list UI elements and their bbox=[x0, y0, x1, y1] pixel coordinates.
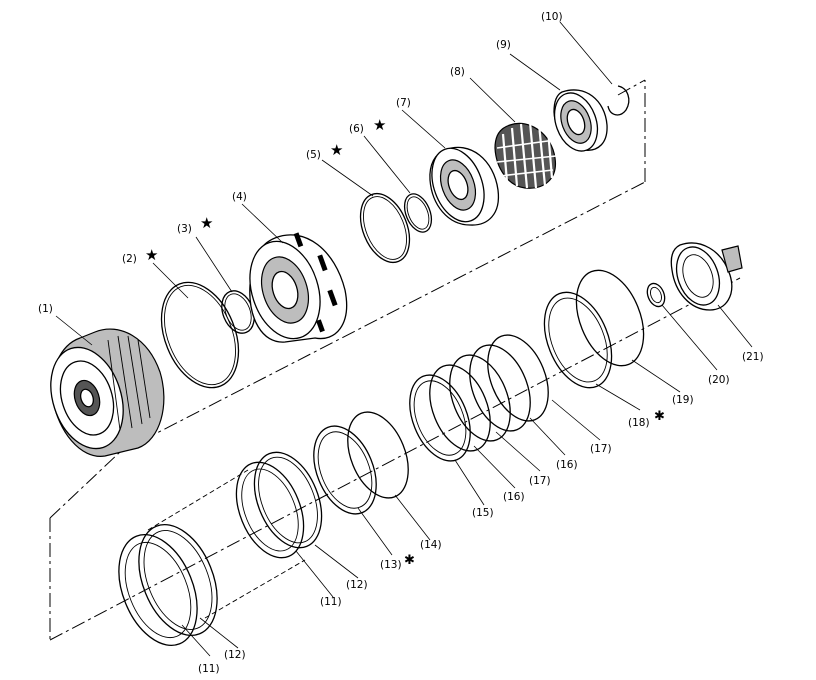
label-15: (15) bbox=[472, 507, 494, 519]
label-11-left: (11) bbox=[198, 663, 220, 675]
part-14-ring bbox=[347, 411, 409, 499]
label-6: (6) bbox=[349, 123, 364, 135]
leader-lines bbox=[55, 21, 753, 657]
part-7-piston bbox=[429, 146, 500, 226]
part-11-plate-right bbox=[235, 461, 305, 559]
label-16-right: (16) bbox=[556, 459, 578, 471]
label-20: (20) bbox=[708, 374, 730, 386]
star-mark-2: ★ bbox=[145, 246, 158, 264]
part-1-clutch-drum bbox=[50, 328, 165, 457]
part-16-plate-right bbox=[469, 344, 531, 432]
label-10: (10) bbox=[541, 11, 563, 23]
part-8-return-spring bbox=[494, 121, 557, 189]
label-16-left: (16) bbox=[503, 491, 525, 503]
label-13: (13) bbox=[380, 559, 402, 571]
star-mark-5: ★ bbox=[330, 141, 343, 159]
part-10-snap-ring bbox=[607, 85, 630, 116]
marks: ★ ★ ★ ★ ✱ ✱ bbox=[145, 116, 665, 568]
part-12-plate-right bbox=[253, 451, 323, 549]
label-1: (1) bbox=[38, 303, 53, 315]
label-12-left: (12) bbox=[224, 649, 246, 661]
part-2-o-ring bbox=[160, 281, 240, 389]
label-14: (14) bbox=[420, 539, 442, 551]
part-15-plate bbox=[409, 374, 471, 462]
part-21-hub bbox=[670, 242, 743, 311]
label-8: (8) bbox=[450, 66, 465, 78]
label-12-right: (12) bbox=[346, 579, 368, 591]
part-11-plate-left bbox=[118, 533, 198, 647]
label-19: (19) bbox=[672, 394, 694, 406]
part-12-plate-left bbox=[138, 523, 218, 637]
upper-assembly-axis bbox=[119, 79, 646, 453]
part-17-plate-right bbox=[487, 334, 549, 422]
label-11-right: (11) bbox=[320, 596, 342, 608]
star-mark-3: ★ bbox=[200, 214, 213, 232]
part-20-washer bbox=[646, 282, 666, 308]
callout-labels: (1) (2) (3) (4) (5) (6) (7) (8) (9) (10)… bbox=[38, 11, 764, 675]
asterisk-mark-18: ✱ bbox=[654, 409, 665, 424]
part-13-plate bbox=[313, 425, 377, 515]
label-3: (3) bbox=[177, 223, 192, 235]
label-2: (2) bbox=[122, 253, 137, 265]
label-4: (4) bbox=[232, 191, 247, 203]
asterisk-mark-13: ✱ bbox=[404, 553, 415, 568]
part-16-plate-left bbox=[429, 364, 491, 452]
label-21: (21) bbox=[742, 351, 764, 363]
part-18-plate bbox=[543, 291, 613, 389]
plate-stack-dashes bbox=[147, 469, 306, 619]
label-5: (5) bbox=[306, 149, 321, 161]
lower-assembly-axis bbox=[49, 277, 741, 641]
part-4-piston-housing bbox=[249, 232, 348, 343]
star-mark-6: ★ bbox=[373, 116, 386, 134]
label-9: (9) bbox=[496, 39, 511, 51]
part-6-o-ring bbox=[403, 193, 433, 233]
part-19-ring bbox=[575, 269, 645, 367]
label-17-right: (17) bbox=[590, 443, 612, 455]
label-18: (18) bbox=[628, 417, 650, 429]
label-17-left: (17) bbox=[529, 475, 551, 487]
part-9-spring-retainer bbox=[553, 89, 608, 152]
part-17-plate-left bbox=[449, 354, 511, 442]
label-7: (7) bbox=[396, 97, 411, 109]
